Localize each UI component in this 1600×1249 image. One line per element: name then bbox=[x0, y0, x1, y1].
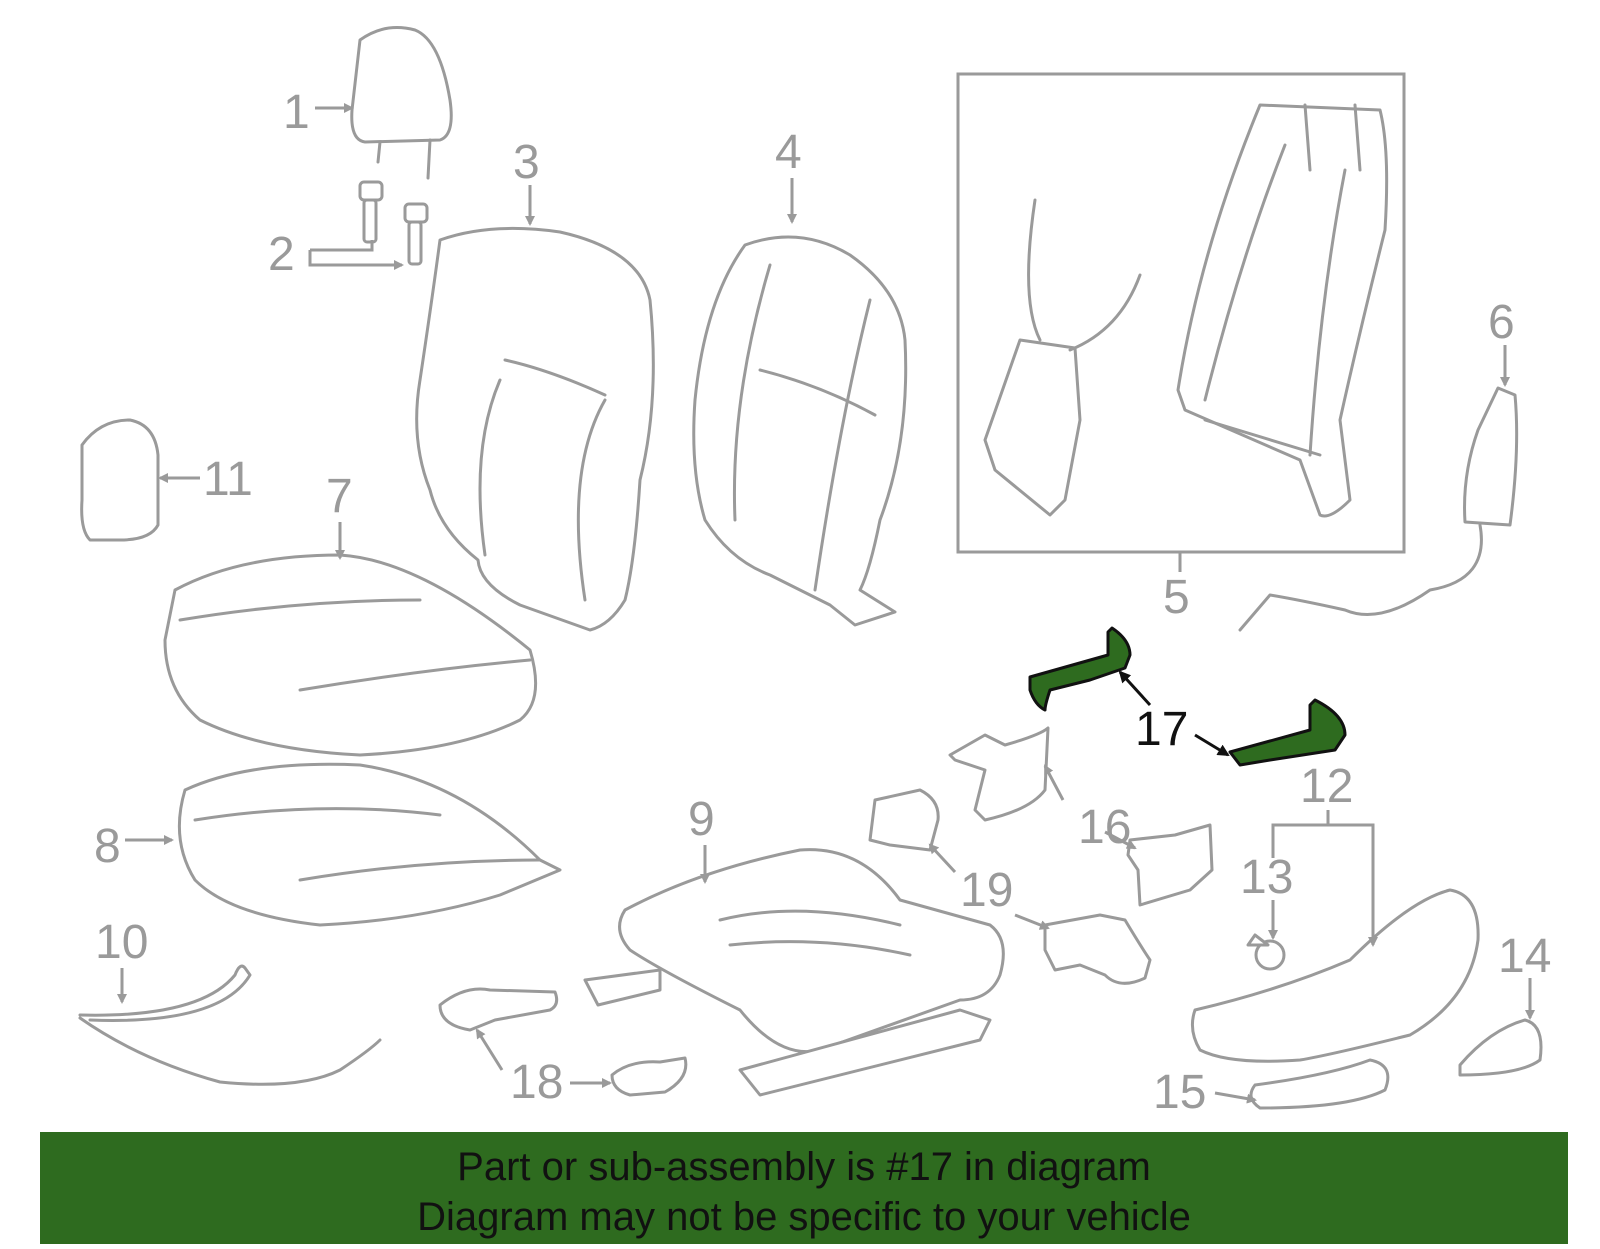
part-handle bbox=[1249, 1058, 1390, 1110]
part-cover-lower bbox=[1043, 913, 1152, 985]
part-knob bbox=[1458, 1018, 1543, 1077]
banner-line-part: Part or sub-assembly is #17 in diagram bbox=[457, 1145, 1151, 1189]
callout-8: 8 bbox=[94, 820, 121, 873]
part-seatback-pad bbox=[692, 235, 908, 627]
callout-7: 7 bbox=[326, 470, 353, 523]
callout-4: 4 bbox=[775, 126, 802, 179]
callout-13: 13 bbox=[1240, 851, 1293, 904]
part-cushion-frame bbox=[583, 848, 1005, 1097]
part-bracket-lower bbox=[1126, 823, 1214, 907]
part-clip bbox=[1246, 933, 1286, 971]
part-seatback-cover bbox=[415, 226, 655, 632]
callout-6: 6 bbox=[1488, 296, 1515, 349]
callout-10: 10 bbox=[95, 916, 148, 969]
part-17-track-lower bbox=[1228, 698, 1347, 767]
callout-12: 12 bbox=[1300, 760, 1353, 813]
callout-9: 9 bbox=[688, 793, 715, 846]
callout-14: 14 bbox=[1498, 930, 1551, 983]
part-bracket-upper bbox=[948, 726, 1050, 822]
callout-15: 15 bbox=[1153, 1066, 1206, 1119]
part-info-banner: Part or sub-assembly is #17 in diagram D… bbox=[40, 1132, 1568, 1244]
part-cushion-pad bbox=[177, 762, 562, 927]
callout-3: 3 bbox=[513, 136, 540, 189]
callout-5: 5 bbox=[1163, 571, 1190, 624]
callouts: 1 2 3 4 5 6 7 8 9 10 11 12 13 14 15 16 1… bbox=[94, 86, 1551, 1119]
callout-18: 18 bbox=[510, 1056, 563, 1109]
callout-19: 19 bbox=[960, 864, 1013, 917]
part-recliner-cover bbox=[80, 418, 160, 542]
part-headrest bbox=[350, 26, 453, 180]
part-seat-shield bbox=[1190, 888, 1480, 1063]
part-side-airbag bbox=[1238, 386, 1519, 632]
callout-2: 2 bbox=[268, 228, 295, 281]
leader-lines bbox=[117, 103, 1535, 1104]
callout-11: 11 bbox=[203, 453, 253, 506]
part-trim-piece-b bbox=[610, 1056, 688, 1097]
part-17-track-upper bbox=[1028, 626, 1132, 712]
part-seatback-frame-box bbox=[956, 72, 1406, 554]
callout-17: 17 bbox=[1135, 703, 1188, 756]
part-cover-upper bbox=[868, 788, 940, 852]
part-headrest-guides bbox=[358, 180, 429, 266]
callout-1: 1 bbox=[283, 86, 310, 139]
part-trim-piece-a bbox=[438, 987, 559, 1032]
callout-16: 16 bbox=[1078, 801, 1131, 854]
banner-line-disclaimer: Diagram may not be specific to your vehi… bbox=[417, 1195, 1191, 1239]
part-cushion-cover bbox=[163, 553, 538, 757]
part-wire bbox=[78, 964, 382, 1086]
